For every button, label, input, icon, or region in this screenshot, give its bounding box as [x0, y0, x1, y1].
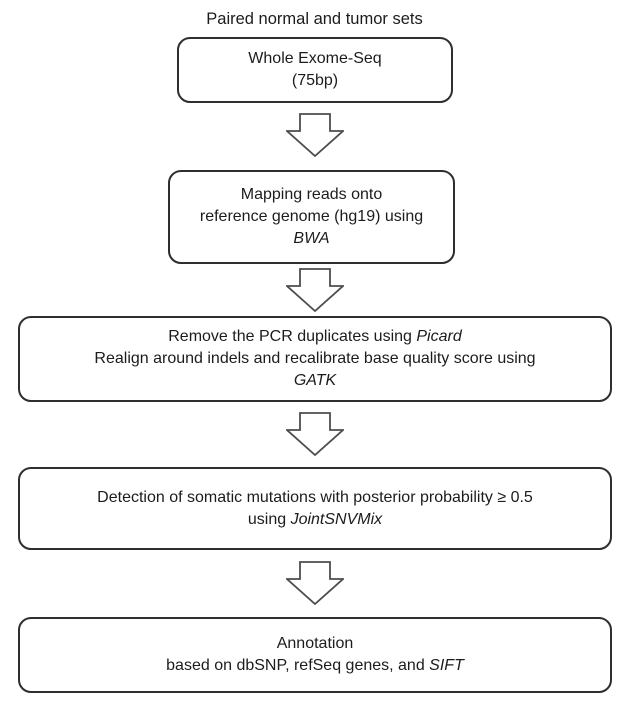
down-arrow-icon — [286, 268, 344, 312]
text-segment: using — [247, 510, 291, 528]
box-text-line: using JointSNVMix — [248, 509, 382, 531]
tool-name-italic: SIFT — [429, 657, 464, 674]
box-text-line: BWA — [293, 228, 329, 250]
diagram-title: Paired normal and tumor sets — [206, 10, 423, 28]
text-segment: Detection of somatic mutations with post… — [97, 488, 533, 506]
box-text-line: Whole Exome-Seq — [248, 48, 381, 70]
text-segment: Whole Exome-Seq — [248, 50, 382, 67]
tool-name-italic: GATK — [293, 372, 337, 389]
flow-box-somatic-mutation-detection: Detection of somatic mutations with post… — [18, 467, 612, 550]
text-segment: (75bp) — [291, 72, 339, 89]
tool-name-italic: BWA — [293, 230, 330, 247]
text-segment: Mapping reads onto — [240, 186, 383, 203]
text-segment: based on dbSNP, refSeq genes, and — [166, 657, 430, 674]
down-arrow-icon — [286, 561, 344, 605]
box-text-line: Mapping reads onto — [241, 184, 382, 206]
box-text-line: (75bp) — [292, 70, 338, 92]
box-text-line: Detection of somatic mutations with post… — [97, 487, 533, 509]
box-text-line: GATK — [294, 370, 336, 392]
box-text-line: Annotation — [277, 633, 354, 655]
text-segment: Remove the PCR duplicates using — [168, 328, 417, 345]
box-text-line: Remove the PCR duplicates using Picard — [168, 326, 461, 348]
box-text-line: based on dbSNP, refSeq genes, and SIFT — [166, 655, 464, 677]
flow-box-annotation: Annotation based on dbSNP, refSeq genes, … — [18, 617, 612, 693]
text-segment: reference genome (hg19) using — [199, 208, 424, 225]
tool-name-italic: Picard — [416, 328, 462, 345]
down-arrow-icon — [286, 113, 344, 157]
text-segment: Annotation — [276, 635, 354, 652]
text-segment: Realign around indels and recalibrate ba… — [94, 350, 536, 367]
down-arrow-icon — [286, 412, 344, 456]
tool-name-italic: JointSNVMix — [290, 510, 383, 528]
flow-box-mapping-bwa: Mapping reads onto reference genome (hg19… — [168, 170, 455, 264]
box-text-line: reference genome (hg19) using — [200, 206, 423, 228]
box-text-line: Realign around indels and recalibrate ba… — [94, 348, 535, 370]
flow-box-whole-exome-seq: Whole Exome-Seq (75bp) — [177, 37, 453, 103]
